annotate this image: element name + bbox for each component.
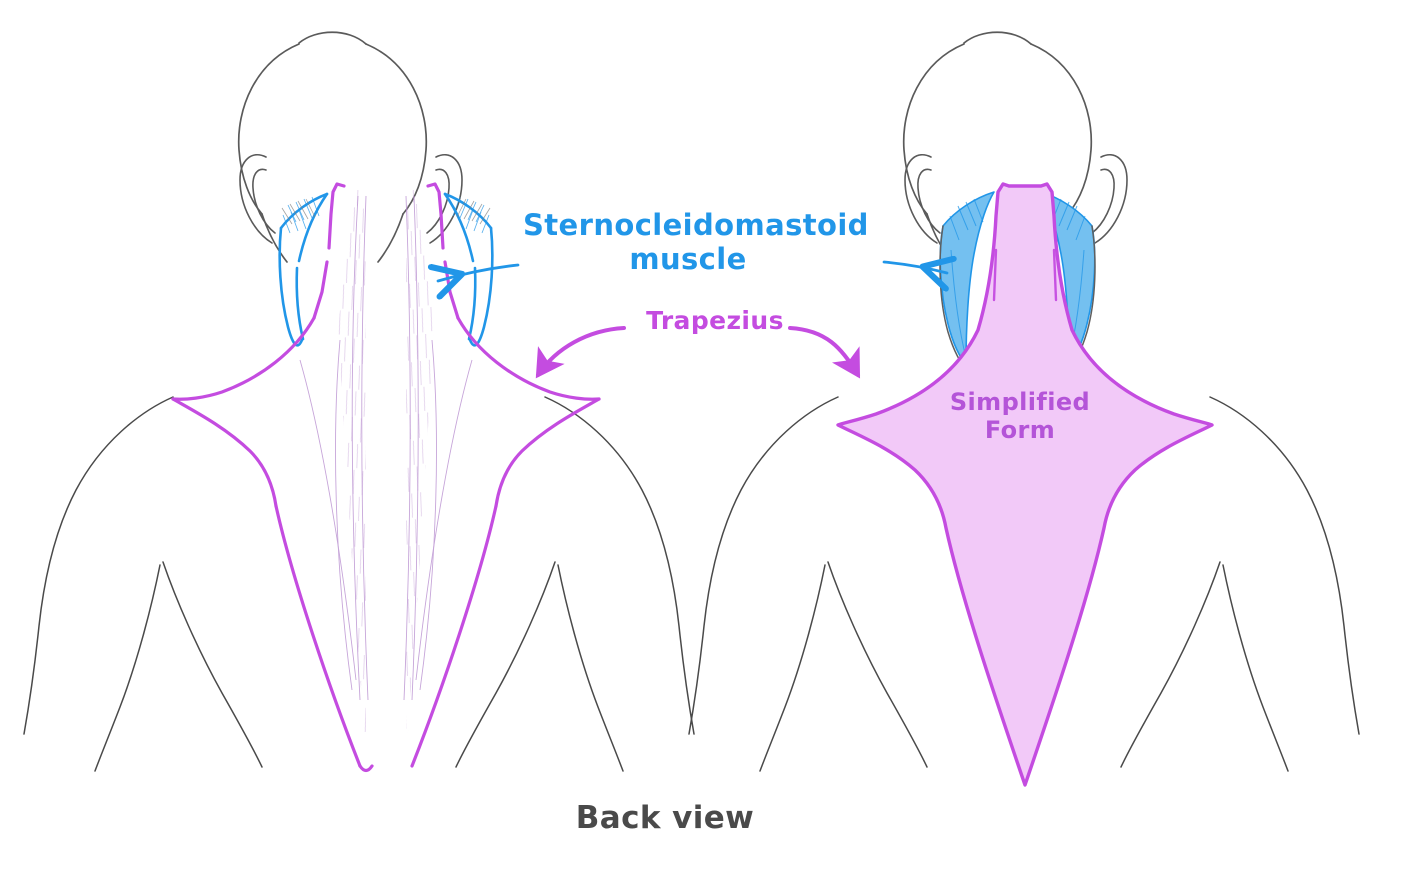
label-sternocleidomastoid: Sternocleidomastoid muscle	[523, 208, 869, 277]
ear-right-figure-right	[1091, 154, 1128, 244]
ear-right-figure-left	[904, 154, 941, 244]
torso-outline-right	[688, 396, 1360, 772]
trapezius-simplified-shape	[836, 182, 1214, 787]
trapezius-arrow-left-figure	[535, 326, 626, 379]
ear-left-figure-right	[426, 154, 463, 244]
torso-outline-left	[23, 396, 695, 772]
figure-anatomical-detail	[23, 31, 695, 773]
scm-fibers-right	[452, 196, 490, 234]
trapezius-outline-left	[171, 182, 601, 773]
figure-simplified-form	[688, 31, 1360, 787]
annotation-arrows	[438, 262, 947, 379]
label-simplified-form: Simplified Form	[949, 388, 1091, 445]
neck-shading-left	[281, 198, 491, 225]
trapezius-arrow-right-figure	[788, 326, 861, 379]
label-trapezius: Trapezius	[646, 306, 784, 335]
scm-left-figure	[278, 192, 329, 347]
caption-back-view: Back view	[575, 800, 755, 836]
scm-fibers-left	[282, 196, 320, 234]
scm-right-figure-left-panel	[443, 192, 494, 347]
head-outline-left	[237, 31, 428, 263]
scm-arrow-left-figure	[438, 263, 520, 281]
ear-left-figure-left	[239, 154, 276, 244]
scm-arrow-right-figure	[882, 262, 947, 273]
trapezius-fiber-hatch-left	[299, 190, 473, 760]
